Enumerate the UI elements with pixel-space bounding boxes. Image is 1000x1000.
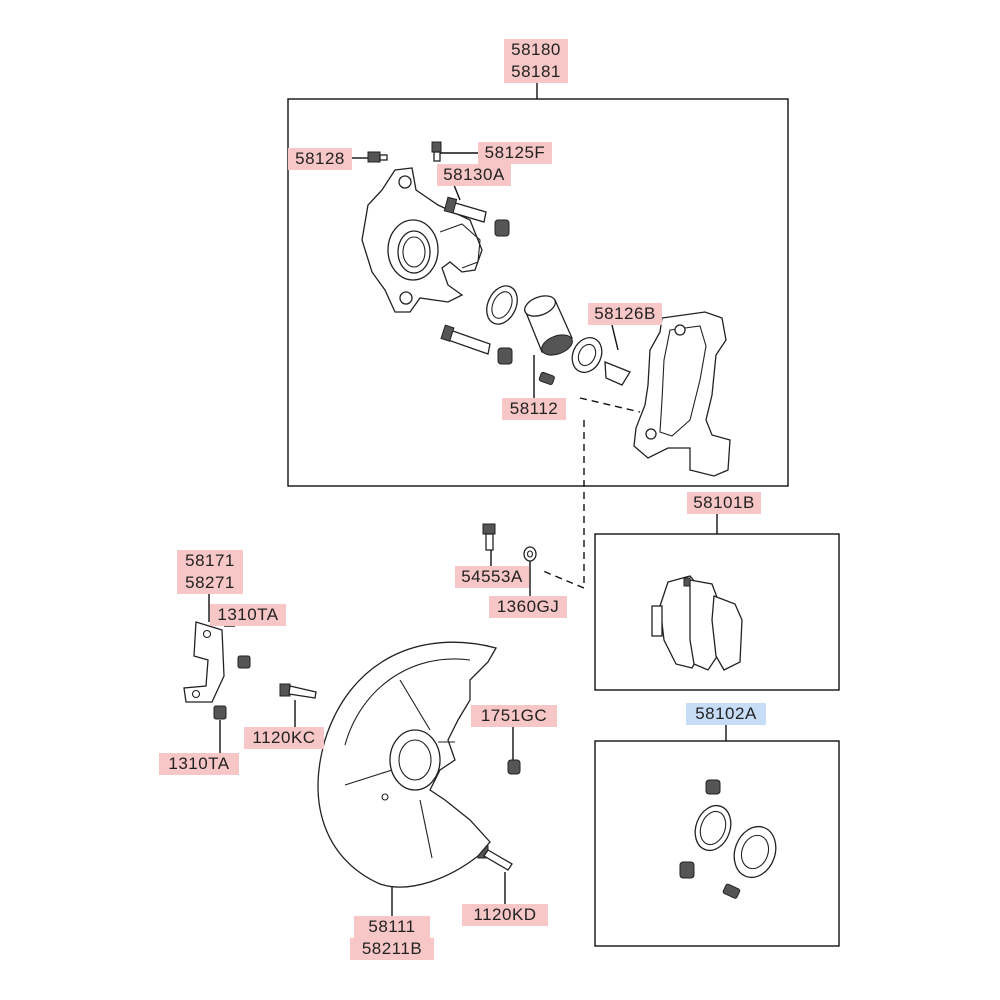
part-label-54553a: 54553A (455, 566, 529, 588)
caliper-assembly-frame (287, 98, 789, 487)
washer-1360gj (523, 546, 537, 562)
part-label-1310ta-upper: 1310TA (210, 604, 286, 626)
bleeder-screw-58128 (367, 151, 388, 163)
nut-1751gc (507, 759, 521, 775)
pin-small (538, 371, 555, 386)
part-label-58271: 58271 (177, 572, 243, 594)
caliper-bracket (633, 311, 731, 477)
part-label-58128: 58128 (288, 148, 352, 170)
brake-pads (651, 575, 743, 671)
guide-rod-upper (443, 196, 487, 223)
dashed-center-line (542, 397, 641, 589)
part-label-1120kd: 1120KD (462, 904, 548, 926)
guide-bolt-58125f (431, 141, 442, 162)
part-label-1310ta-lower: 1310TA (159, 753, 239, 775)
part-label-58111: 58111 (354, 916, 430, 938)
piston-ring-seal (486, 285, 518, 325)
part-label-58171: 58171 (177, 550, 243, 572)
seal-kit-parts (679, 779, 777, 899)
boot-lower (497, 347, 513, 365)
dust-boot (571, 336, 603, 374)
nut-1310ta-lower (213, 705, 227, 720)
part-label-58180: 58180 (504, 39, 568, 61)
part-label-58112: 58112 (502, 398, 566, 420)
hose-bracket-58171 (183, 621, 225, 703)
nut-1310ta-upper (237, 655, 251, 669)
part-label-1360gj: 1360GJ (489, 596, 567, 618)
boot-upper (494, 219, 510, 237)
caliper-body (361, 167, 483, 313)
part-label-58126b: 58126B (588, 303, 662, 325)
part-label-58181: 58181 (504, 61, 568, 83)
seal-kit-frame (594, 740, 840, 947)
clip-58126b (604, 361, 631, 386)
bolt-54553a (482, 523, 496, 551)
part-label-1120kc: 1120KC (244, 727, 324, 749)
piston-58112 (524, 295, 573, 356)
part-label-1751gc: 1751GC (471, 705, 557, 727)
part-label-58101b: 58101B (687, 492, 761, 514)
part-label-58211b: 58211B (350, 938, 434, 960)
part-label-58102a: 58102A (686, 703, 766, 725)
bolt-1120kc (279, 683, 317, 699)
dust-cover-58111 (317, 641, 497, 888)
guide-rod-lower (440, 324, 491, 355)
part-label-58125f: 58125F (478, 142, 552, 164)
leader-lines (208, 82, 727, 916)
part-label-58130a: 58130A (437, 164, 511, 186)
